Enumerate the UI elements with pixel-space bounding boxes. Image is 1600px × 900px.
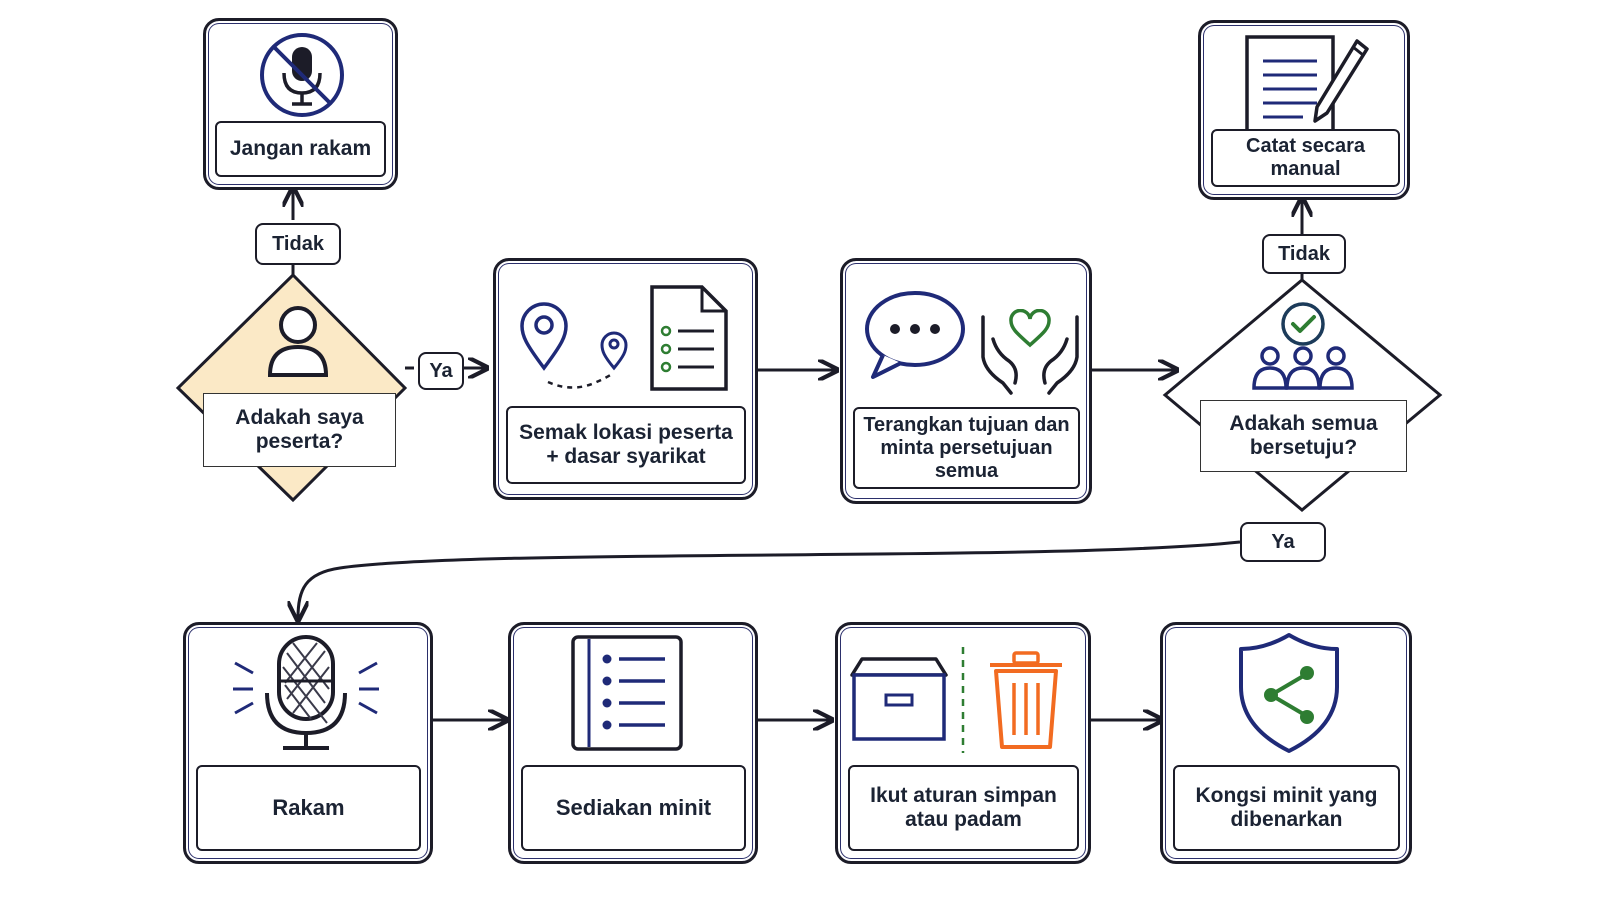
node-manual-notes-label: Catat secara manual (1211, 129, 1400, 187)
node-manual-notes: Catat secara manual (1198, 20, 1410, 200)
person-icon (267, 306, 329, 377)
edge-label-no-2: Tidak (1262, 234, 1346, 274)
node-share-minutes: Kongsi minit yang dibenarkan (1160, 622, 1412, 864)
node-record-label: Rakam (196, 765, 421, 851)
list-icon (571, 635, 683, 751)
node-check-location-label: Semak lokasi peserta + dasar syarikat (506, 406, 746, 484)
divider-dashed (961, 647, 965, 753)
node-prepare-minutes: Sediakan minit (508, 622, 758, 864)
edge-label-yes-2: Ya (1240, 522, 1326, 562)
microphone-icon (233, 635, 379, 750)
no-microphone-icon (260, 33, 344, 117)
node-share-minutes-label: Kongsi minit yang dibenarkan (1173, 765, 1400, 851)
edge-label-no-1: Tidak (255, 223, 341, 265)
heart-hands-icon (981, 309, 1079, 395)
decision-all-agree-label: Adakah semua bersetuju? (1200, 400, 1407, 472)
checklist-document-icon (650, 285, 728, 391)
shield-share-icon (1239, 633, 1339, 753)
node-dont-record-label: Jangan rakam (215, 121, 386, 177)
node-check-location: Semak lokasi peserta + dasar syarikat (493, 258, 758, 500)
document-pencil-icon (1245, 35, 1369, 143)
speech-bubble-icon (865, 291, 965, 379)
edge-ya-to-record (298, 540, 1241, 618)
trash-can-icon (990, 651, 1062, 749)
node-explain-purpose-label: Terangkan tujuan dan minta persetujuan s… (853, 407, 1080, 489)
node-dont-record: Jangan rakam (203, 18, 398, 190)
node-explain-purpose: Terangkan tujuan dan minta persetujuan s… (840, 258, 1092, 504)
archive-box-icon (850, 657, 948, 741)
decision-participant-label: Adakah saya peserta? (203, 393, 396, 467)
node-follow-rules-label: Ikut aturan simpan atau padam (848, 765, 1079, 851)
node-follow-rules: Ikut aturan simpan atau padam (835, 622, 1091, 864)
location-route-icon (520, 302, 628, 389)
node-record: Rakam (183, 622, 433, 864)
node-prepare-minutes-label: Sediakan minit (521, 765, 746, 851)
edge-label-yes-1: Ya (418, 352, 464, 390)
group-check-icon (1252, 302, 1354, 390)
